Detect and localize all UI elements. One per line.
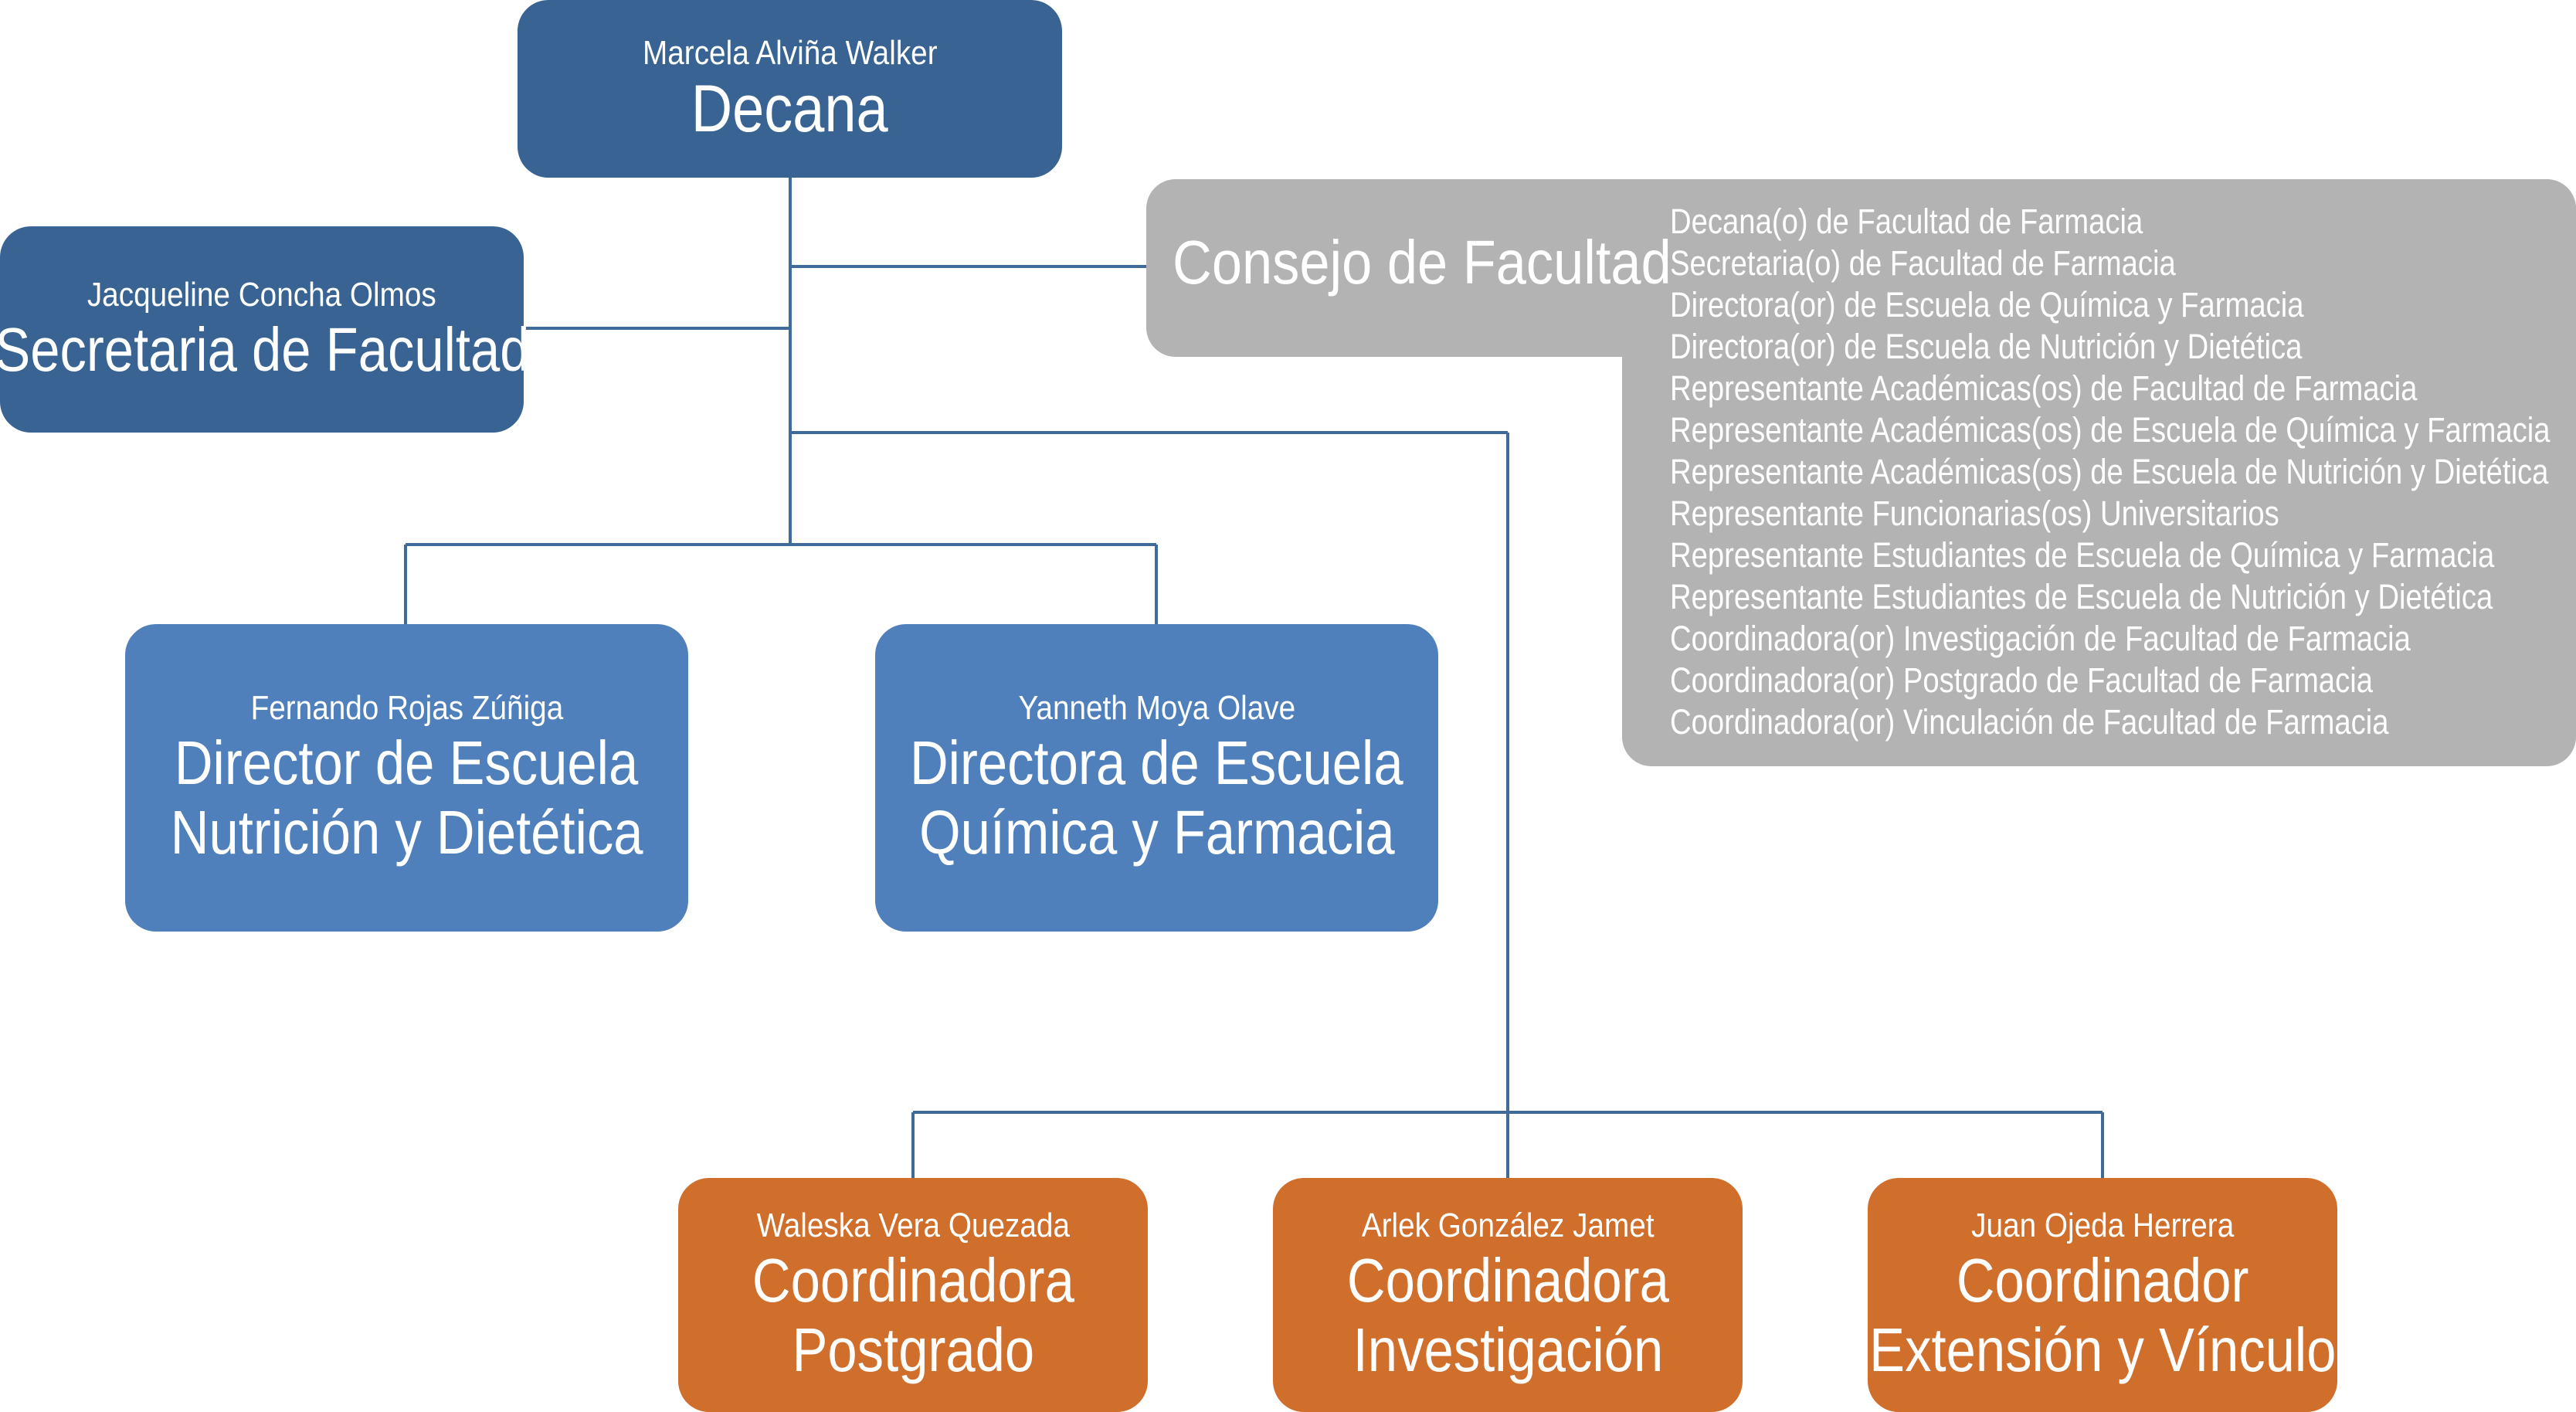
director-nutricion-role-line2: Nutrición y Dietética <box>170 798 643 867</box>
decana-name: Marcela Alviña Walker <box>642 34 938 72</box>
consejo-member-item: Directora(or) de Escuela de Química y Fa… <box>1670 285 2304 324</box>
consejo-member-item: Representante Académicas(os) de Escuela … <box>1670 410 2551 450</box>
coord-investigacion-role-line1: Coordinadora <box>1346 1245 1669 1315</box>
secretaria-box: Jacqueline Concha Olmos Secretaria de Fa… <box>0 226 529 433</box>
coord-postgrado-role-line1: Coordinadora <box>752 1245 1074 1315</box>
consejo-member-item: Coordinadora(or) Postgrado de Facultad d… <box>1670 660 2373 700</box>
coord-investigacion-box: Arlek González Jamet Coordinadora Invest… <box>1273 1178 1743 1412</box>
directora-quimica-box: Yanneth Moya Olave Directora de Escuela … <box>875 624 1438 932</box>
directora-quimica-role-line1: Directora de Escuela <box>910 728 1403 797</box>
coord-postgrado-box: Waleska Vera Quezada Coordinadora Postgr… <box>678 1178 1148 1412</box>
coord-extension-role-line2: Extensión y Vínculo <box>1868 1315 2337 1384</box>
coord-postgrado-role-line2: Postgrado <box>792 1315 1034 1384</box>
decana-role: Decana <box>691 72 888 146</box>
consejo-member-item: Representante Académicas(os) de Escuela … <box>1670 452 2549 491</box>
consejo-member-item: Representante Estudiantes de Escuela de … <box>1670 535 2495 575</box>
consejo-title: Consejo de Facultad <box>1173 228 1672 297</box>
consejo-member-item: Representante Académicas(os) de Facultad… <box>1670 368 2418 408</box>
coord-postgrado-name: Waleska Vera Quezada <box>756 1206 1070 1244</box>
consejo-member-item: Representante Funcionarias(os) Universit… <box>1670 494 2279 533</box>
directora-quimica-name: Yanneth Moya Olave <box>1018 689 1295 727</box>
director-nutricion-name: Fernando Rojas Zúñiga <box>250 689 563 727</box>
coord-investigacion-name: Arlek González Jamet <box>1361 1206 1655 1244</box>
secretaria-name: Jacqueline Concha Olmos <box>87 275 436 314</box>
coord-investigacion-role-line2: Investigación <box>1352 1315 1663 1384</box>
secretaria-role: Secretaria de Facultad <box>0 314 530 384</box>
decana-box: Marcela Alviña Walker Decana <box>518 0 1062 178</box>
consejo-member-item: Decana(o) de Facultad de Farmacia <box>1670 202 2143 241</box>
consejo-member-item: Directora(or) de Escuela de Nutrición y … <box>1670 327 2303 366</box>
director-nutricion-box: Fernando Rojas Zúñiga Director de Escuel… <box>125 624 688 932</box>
consejo-member-item: Coordinadora(or) Investigación de Facult… <box>1670 619 2411 658</box>
coord-extension-role-line1: Coordinador <box>1956 1245 2249 1315</box>
coord-extension-box: Juan Ojeda Herrera Coordinador Extensión… <box>1868 1178 2337 1412</box>
directora-quimica-role-line2: Química y Farmacia <box>918 798 1395 867</box>
consejo-members-box <box>1622 179 2576 766</box>
director-nutricion-role-line1: Director de Escuela <box>175 728 639 797</box>
coord-extension-name: Juan Ojeda Herrera <box>1970 1206 2235 1244</box>
consejo-member-item: Representante Estudiantes de Escuela de … <box>1670 577 2493 616</box>
consejo-member-item: Secretaria(o) de Facultad de Farmacia <box>1670 243 2176 283</box>
consejo-member-item: Coordinadora(or) Vinculación de Facultad… <box>1670 702 2389 742</box>
